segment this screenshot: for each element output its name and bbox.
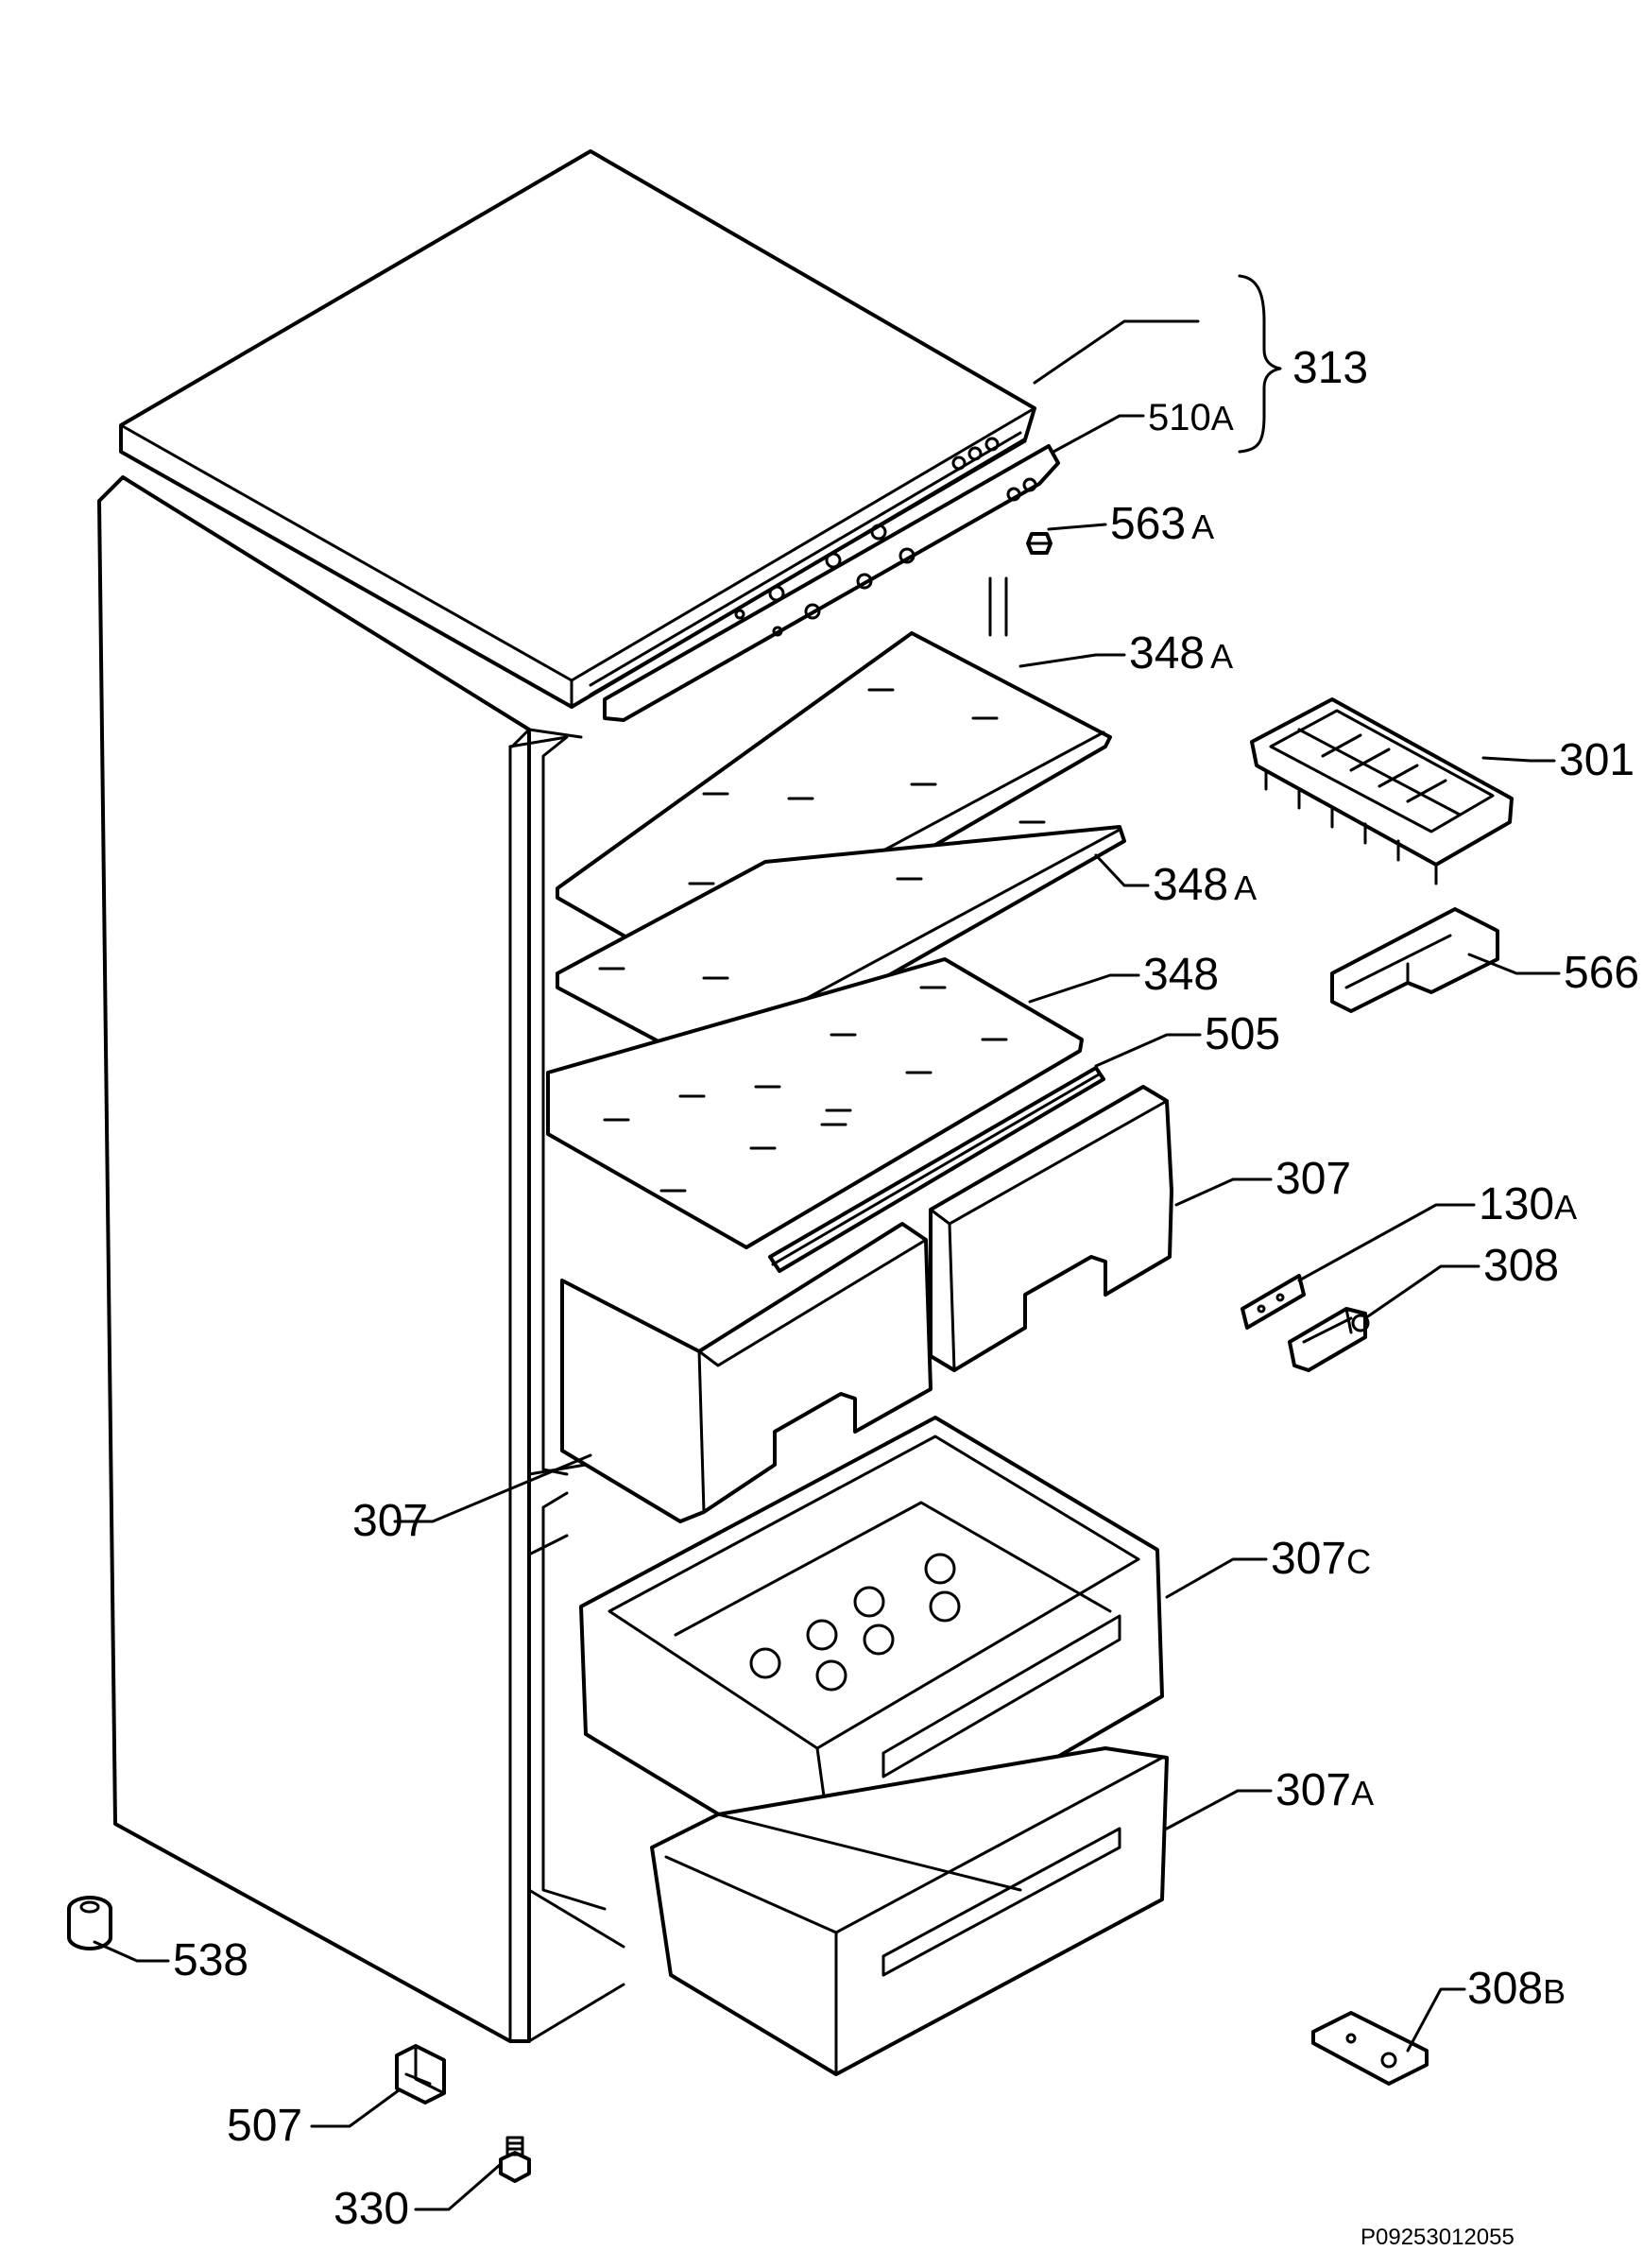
callout-313: 313 — [1292, 343, 1368, 393]
glass-shelf-348a-mid — [556, 820, 1126, 1074]
svg-text:307: 307 — [352, 1496, 428, 1546]
callout-307c: 307C — [1271, 1534, 1371, 1584]
callout-566: 566 — [1564, 948, 1639, 998]
svg-text:510A: 510A — [1148, 397, 1234, 438]
svg-text:308: 308 — [1483, 1241, 1559, 1291]
trim-strip — [603, 444, 1060, 722]
clip-507 — [395, 2044, 446, 2105]
hinge-cover-130a — [1241, 1274, 1306, 1330]
svg-text:538: 538 — [173, 1935, 248, 1985]
svg-text:307C: 307C — [1271, 1534, 1371, 1584]
ice-scraper — [1330, 907, 1499, 1013]
screw-axis — [988, 576, 1008, 637]
cabinet-body — [97, 475, 625, 2043]
callout-505: 505 — [1205, 1009, 1280, 1059]
hinge-308 — [1288, 1307, 1370, 1372]
callout-308: 308 — [1483, 1241, 1559, 1291]
freezer-drawer-left — [560, 1222, 933, 1523]
svg-text:330: 330 — [334, 2184, 409, 2234]
callout-301: 301 — [1559, 735, 1634, 785]
top-cover — [119, 149, 1036, 709]
callout-307-right: 307 — [1275, 1154, 1351, 1204]
callout-130a: 130A — [1479, 1179, 1577, 1229]
screw-563a — [1026, 532, 1053, 555]
svg-text:307: 307 — [1275, 1154, 1351, 1204]
ice-tray — [1250, 697, 1514, 885]
svg-text:130A: 130A — [1479, 1179, 1577, 1229]
callout-538: 538 — [173, 1935, 248, 1985]
rail-505 — [768, 1066, 1105, 1273]
screw-330 — [499, 2136, 531, 2183]
svg-text:505: 505 — [1205, 1009, 1280, 1059]
svg-text:566: 566 — [1564, 948, 1639, 998]
svg-text:307A: 307A — [1275, 1765, 1374, 1815]
callout-330: 330 — [334, 2184, 409, 2234]
svg-text:348: 348 — [1143, 950, 1219, 1000]
glass-shelf-348 — [546, 957, 1084, 1249]
foot-538 — [67, 1896, 112, 1950]
callout-510a: 510A — [1148, 397, 1234, 438]
callout-507: 507 — [227, 2101, 302, 2151]
freezer-flap-right — [929, 1085, 1173, 1372]
callout-308b: 308B — [1467, 1964, 1566, 2014]
svg-text:313: 313 — [1292, 343, 1368, 393]
hinge-bracket-308b — [1311, 2011, 1429, 2086]
svg-text:301: 301 — [1559, 735, 1634, 785]
svg-text:507: 507 — [227, 2101, 302, 2151]
callout-307-left: 307 — [352, 1496, 428, 1546]
basket-307a — [650, 1746, 1169, 2076]
svg-text:308B: 308B — [1467, 1964, 1566, 2014]
callout-348: 348 — [1143, 950, 1219, 1000]
leader-lines — [93, 274, 1561, 2211]
callout-307a: 307A — [1275, 1765, 1374, 1815]
reference-code: P09253012055 — [1361, 2225, 1515, 2250]
